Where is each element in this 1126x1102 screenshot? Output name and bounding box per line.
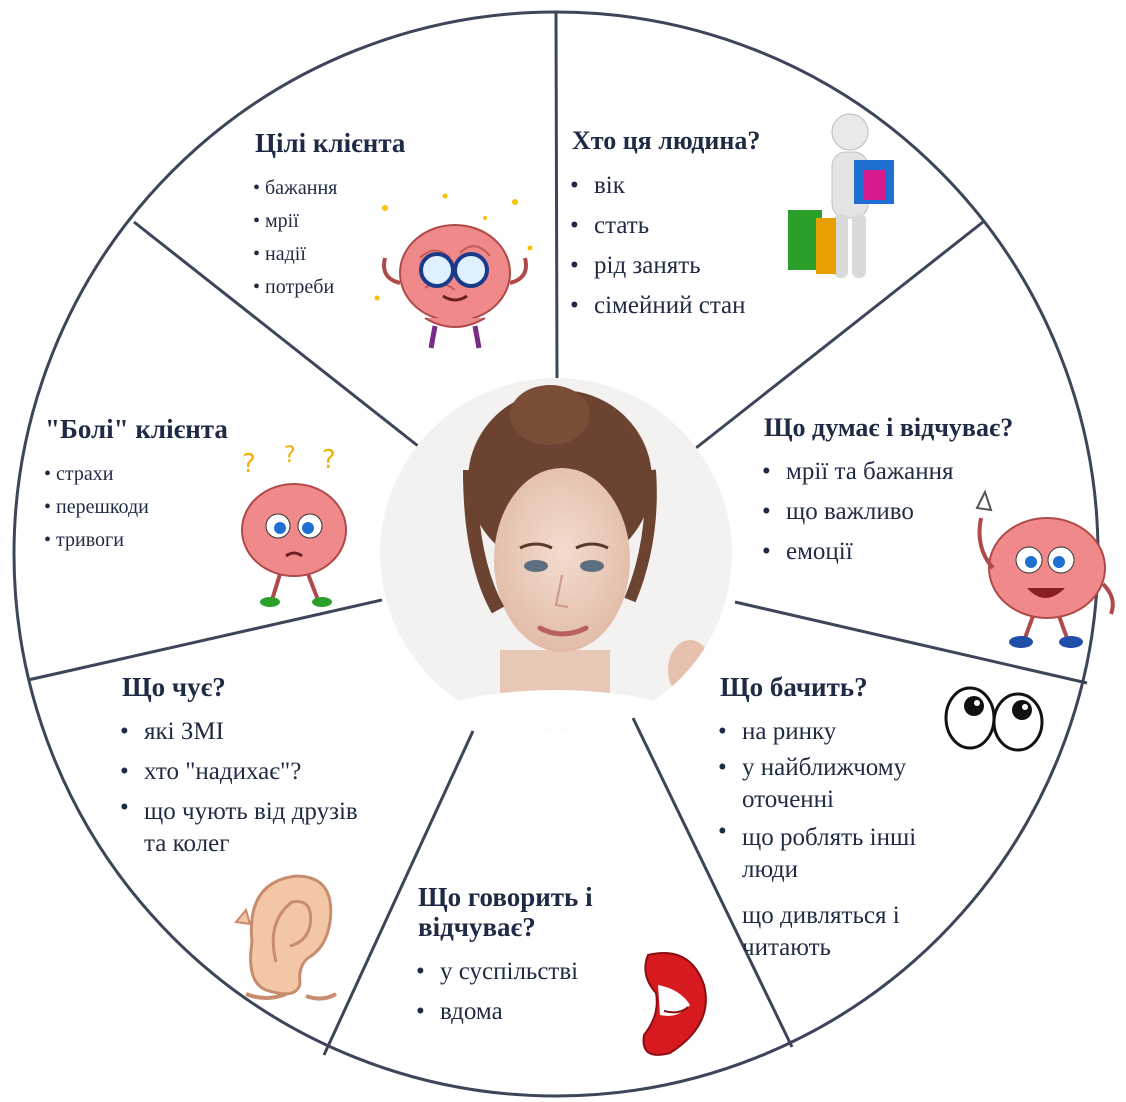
divider-top-left: [133, 220, 419, 448]
list-item: мрії та бажання: [760, 452, 953, 492]
divider-bottom-right: [631, 717, 794, 1048]
list-item: сімейний стан: [568, 286, 746, 326]
list-item: у суспільстві: [414, 952, 578, 992]
says-title-line-1: Що говорить і: [418, 882, 593, 912]
pains-list: страхи перешкоди тривоги: [44, 458, 149, 557]
thinks-title: Що думає і відчуває?: [764, 413, 1014, 442]
says-title-line-2: відчуває?: [418, 912, 536, 942]
ear-icon: [234, 874, 337, 1001]
list-item: хто "надихає"?: [118, 752, 358, 792]
list-item: надії: [253, 238, 337, 271]
shopper-figure-icon: [788, 113, 894, 278]
thinks-list: мрії та бажання що важливо емоції: [760, 452, 953, 572]
svg-text:?: ?: [322, 445, 336, 475]
says-list: у суспільстві вдома: [414, 952, 578, 1032]
list-item: що чують від друзів та колег: [118, 792, 358, 860]
divider-bottom-left: [322, 730, 475, 1056]
list-item: на ринку: [716, 712, 966, 752]
list-item: перешкоди: [44, 491, 149, 524]
confused-brain-icon: ? ? ?: [241, 443, 347, 607]
hears-title: Що чує?: [122, 672, 226, 702]
list-item: страхи: [44, 458, 149, 491]
list-item: тривоги: [44, 524, 149, 557]
sees-title: Що бачить?: [720, 672, 868, 702]
sees-extra-text: що дивляться і читають: [742, 902, 900, 961]
list-item: стать: [568, 206, 746, 246]
lips-icon: [642, 952, 707, 1056]
goals-list: бажання мрії надії потреби: [253, 172, 337, 304]
list-item: які ЗМІ: [118, 712, 358, 752]
divider-left: [27, 598, 383, 682]
meditating-brain-icon: [374, 193, 533, 349]
who-list: вік стать рід занять сімейний стан: [568, 166, 746, 326]
list-item: у найближчому оточенні: [716, 752, 966, 816]
list-item: мрії: [253, 205, 337, 238]
eyes-icon: [944, 686, 1044, 752]
divider-top: [554, 11, 559, 383]
list-item: вдома: [414, 992, 578, 1032]
list-item: що роблять інші люди: [716, 816, 966, 886]
divider-top-right: [695, 220, 984, 450]
list-item: емоції: [760, 532, 953, 572]
pains-title: "Болі" клієнта: [45, 414, 228, 444]
list-item: рід занять: [568, 246, 746, 286]
list-item: що важливо: [760, 492, 953, 532]
divider-right: [734, 600, 1088, 685]
svg-text:?: ?: [284, 443, 296, 468]
list-item: потреби: [253, 271, 337, 304]
sees-list: на ринку у найближчому оточенні що робля…: [716, 712, 966, 886]
goals-title: Цілі клієнта: [255, 128, 406, 158]
list-item: бажання: [253, 172, 337, 205]
who-title: Хто ця людина?: [572, 126, 761, 155]
woman-portrait: [380, 378, 732, 730]
says-title: Що говорить і відчуває?: [418, 882, 593, 942]
svg-text:?: ?: [242, 449, 256, 479]
hears-list: які ЗМІ хто "надихає"? що чують від друз…: [118, 712, 358, 860]
list-item: вік: [568, 166, 746, 206]
thinking-brain-icon: [975, 489, 1115, 648]
